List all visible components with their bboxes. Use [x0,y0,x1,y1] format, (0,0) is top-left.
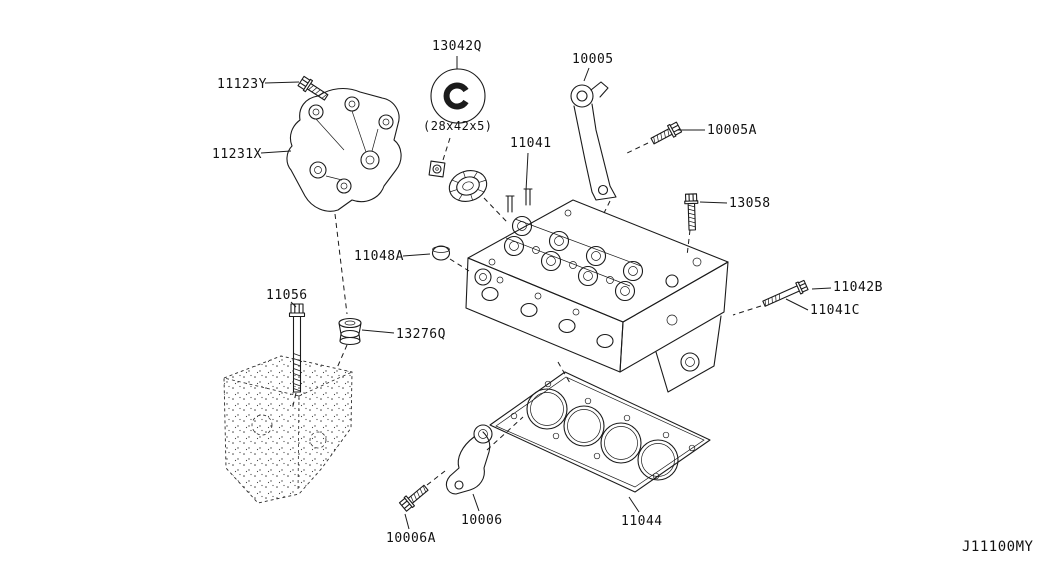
part-label-11231X[interactable]: 11231X [212,147,262,162]
part-label-11048A[interactable]: 11048A [354,249,404,264]
part-label-10006[interactable]: 10006 [461,513,503,528]
part-label-11056[interactable]: 11056 [266,288,308,303]
part-label-11041C[interactable]: 11041C [810,303,860,318]
part-label-11123Y[interactable]: 11123Y [217,77,267,92]
bolt-13058-drawing [683,193,700,231]
head-gasket-drawing [489,371,711,493]
seal-ring-drawing [430,68,486,124]
cylinder-head-drawing [465,188,729,393]
part-label-11041[interactable]: 11041 [510,136,552,151]
engine-slinger-drawing [570,81,617,201]
camshaft-seal-drawing [428,160,488,202]
part-label-13042Q[interactable]: 13042Q [432,39,482,54]
bracket-10006-drawing [445,424,493,495]
bolt-10005A-drawing [648,120,683,148]
mount-bracket-drawing [286,87,402,212]
engine-block-drawing [223,355,353,504]
part-label-10005[interactable]: 10005 [572,52,614,67]
leader-lines [260,56,832,530]
grommet-13276Q-drawing [338,317,362,346]
part-label-11042B[interactable]: 11042B [833,280,883,295]
part-label-10006A[interactable]: 10006A [386,531,436,546]
stud-bolt-drawing [760,278,809,310]
part-label-11044[interactable]: 11044 [621,514,663,529]
part-label-13058[interactable]: 13058 [729,196,771,211]
diagram-code: J11100MY [962,539,1034,555]
part-label-10005A[interactable]: 10005A [707,123,757,138]
assembly-dashed-lines [291,137,762,486]
bolt-11123Y-drawing [296,74,331,104]
size-note-13042Q: (28x42x5) [423,119,493,133]
bolt-10006A-drawing [398,482,431,513]
part-label-13276Q[interactable]: 13276Q [396,327,446,342]
plug-11048A-drawing [431,245,451,261]
